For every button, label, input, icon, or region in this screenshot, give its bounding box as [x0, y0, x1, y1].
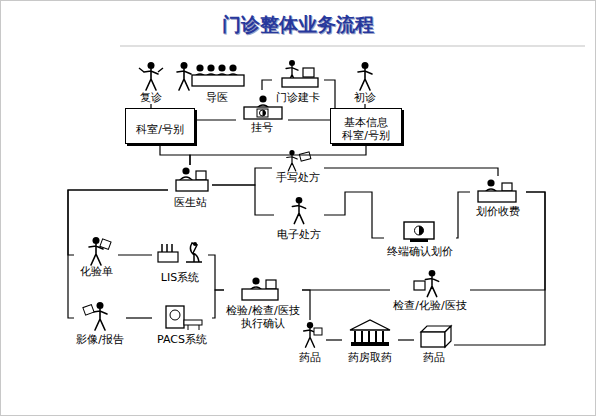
- revisit-figure: [139, 62, 163, 90]
- flow-connector: [324, 192, 384, 238]
- node-label: 划价收费: [476, 205, 520, 218]
- flow-connector: [262, 80, 272, 90]
- flow-connector: [326, 339, 342, 340]
- first-visit-figure: [358, 62, 372, 90]
- card-desk-figure: [282, 60, 318, 87]
- node-label: 导医: [206, 91, 228, 104]
- flow-connector: [212, 168, 272, 185]
- station-node: 划价收费: [470, 176, 526, 218]
- station-node: 终端确认划价: [384, 218, 456, 258]
- node-label: 挂号: [251, 121, 273, 134]
- flow-connector: [190, 144, 366, 165]
- title-rule: [120, 45, 585, 47]
- node-label: 电子处方: [277, 228, 321, 241]
- node-label: 手写处方: [276, 171, 320, 184]
- flow-connector: [456, 192, 470, 238]
- flow-connector: [454, 192, 545, 345]
- station-node: 检查/化验/医技: [390, 268, 470, 312]
- station-node: 挂号: [236, 90, 288, 134]
- execution-desk-figure: [242, 277, 278, 300]
- station-node: 检验/检查/医技 执行确认: [224, 272, 302, 330]
- station-node: 门诊建卡: [272, 60, 324, 104]
- info-box: 基本信息科室/号别: [330, 108, 402, 144]
- node-label: 药品: [423, 351, 445, 364]
- pharmacy-building: [350, 320, 390, 346]
- pacs-figure: [166, 306, 202, 330]
- flow-connector: [195, 119, 236, 120]
- lis-figure: [158, 242, 202, 262]
- node-label: 药房取药: [348, 351, 392, 364]
- lab-sheet-figure: [89, 237, 111, 265]
- doctor-figure: [176, 167, 208, 191]
- node-label: PACS系统: [157, 333, 207, 346]
- station-node: 化验单: [74, 236, 118, 278]
- node-label: 影像/报告: [76, 333, 124, 346]
- medicine-carrier-figure: [304, 322, 322, 347]
- station-node: 初诊: [348, 60, 382, 104]
- station-node: 药房取药: [342, 320, 398, 364]
- station-node: PACS系统: [152, 300, 212, 346]
- diagram-title: 门诊整体业务流程: [0, 12, 596, 38]
- e-prescription-figure: [292, 197, 305, 224]
- station-node: 手写处方: [272, 150, 324, 184]
- station-node: 影像/报告: [74, 300, 126, 346]
- guide-desk-figure: [177, 62, 244, 90]
- node-label: 初诊: [354, 91, 376, 104]
- node-label: 科室/号别: [342, 129, 390, 142]
- node-label: 检验/检查/医技 执行确认: [224, 304, 302, 330]
- station-node: LIS系统: [152, 238, 208, 284]
- node-label: 终端确认划价: [387, 245, 453, 258]
- info-box: 科室/号别: [125, 108, 195, 144]
- flow-connector: [68, 190, 168, 255]
- handwriting-figure: [287, 150, 311, 171]
- station-node: 医生站: [168, 165, 212, 209]
- station-node: 药品: [414, 320, 454, 364]
- flow-connector: [126, 317, 152, 318]
- node-label: 门诊建卡: [276, 91, 320, 104]
- flow-connector: [324, 80, 335, 108]
- flow-connector: [324, 168, 498, 176]
- exam-figure: [414, 270, 439, 297]
- station-node: 药品: [294, 320, 326, 364]
- node-label: 医生站: [174, 196, 207, 209]
- flow-connector: [118, 254, 152, 255]
- medicine-box: [421, 326, 451, 347]
- node-label: LIS系统: [161, 271, 199, 284]
- report-figure: [83, 302, 107, 330]
- flow-connector: [470, 192, 545, 290]
- flow-connector: [302, 290, 310, 320]
- station-node: 导医: [188, 60, 246, 104]
- station-node: 复诊: [135, 60, 167, 104]
- terminal-figure: [404, 222, 434, 242]
- node-label: 基本信息: [344, 116, 388, 129]
- node-label: 药品: [299, 351, 321, 364]
- flow-connector: [160, 144, 190, 165]
- node-label: 复诊: [140, 91, 162, 104]
- cashier-figure: [478, 179, 516, 202]
- flow-connector: [68, 190, 168, 318]
- flow-connector: [302, 289, 390, 290]
- node-label: 化验单: [80, 265, 113, 278]
- node-label: 检查/化验/医技: [393, 299, 466, 312]
- flow-connector: [212, 185, 274, 215]
- station-node: 电子处方: [274, 195, 324, 241]
- node-label: 科室/号别: [136, 123, 184, 136]
- flow-connector: [288, 119, 330, 120]
- flow-connector: [398, 339, 414, 340]
- flow-connector: [212, 290, 224, 318]
- flow-connector: [208, 255, 224, 290]
